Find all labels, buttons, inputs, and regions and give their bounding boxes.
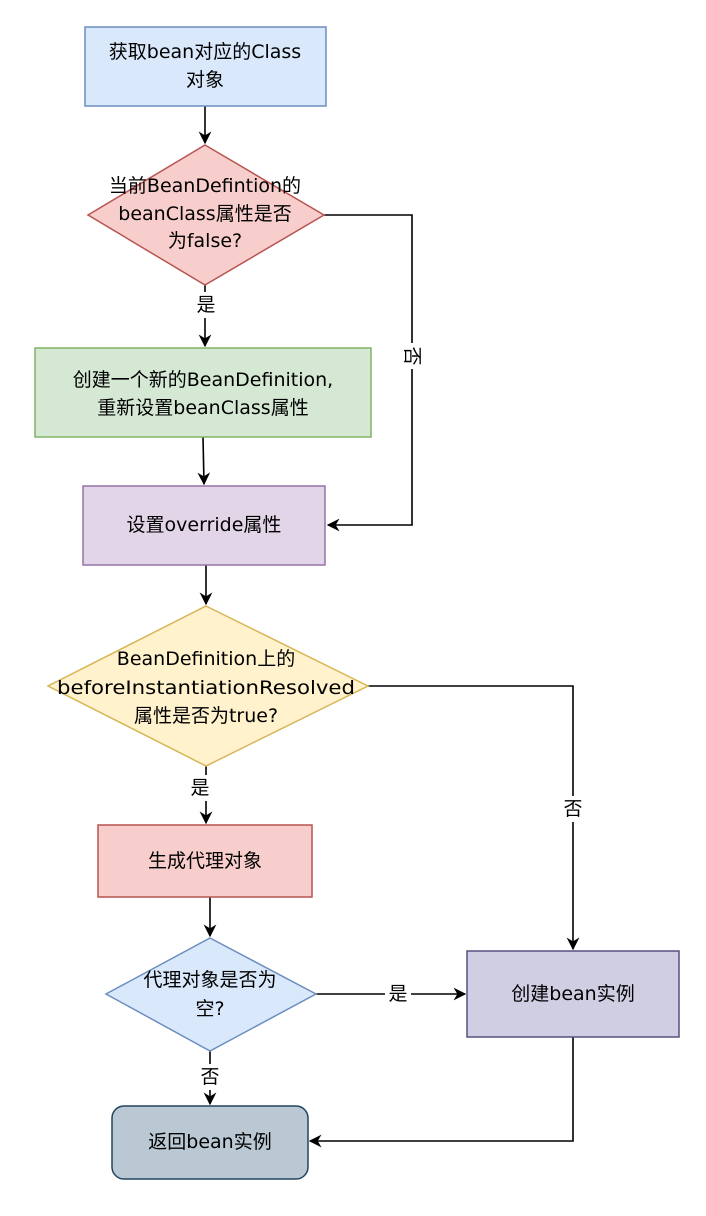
- edge-label-resolved-yes: 是: [190, 777, 209, 799]
- edge-label-beanclass-yes: 是: [196, 294, 215, 316]
- edge-label-beanclass-no: 否: [401, 346, 423, 365]
- node-set-override: 设置override属性: [82, 485, 326, 566]
- node-create-instance-line1: 创建bean实例: [511, 983, 634, 1005]
- edge-label-resolved-no: 否: [563, 798, 582, 820]
- node-check-beanclass-line2: beanClass属性是否: [118, 203, 291, 225]
- node-set-override-line1: 设置override属性: [127, 514, 282, 536]
- edge-label-null-yes: 是: [388, 983, 407, 1005]
- node-return-instance-line1: 返回bean实例: [148, 1131, 271, 1153]
- node-check-resolved-line2: beforeInstantiationResolved: [57, 677, 355, 699]
- node-return-instance: 返回bean实例: [111, 1105, 309, 1180]
- node-check-proxy-null: 代理对象是否为 空?: [104, 937, 318, 1052]
- node-check-proxy-null-line1: 代理对象是否为: [143, 969, 276, 991]
- node-check-resolved-line1: BeanDefinition上的: [117, 648, 295, 670]
- node-check-beanclass-line1: 当前BeanDefintion的: [109, 175, 301, 197]
- edge-label-null-no: 否: [200, 1066, 219, 1088]
- node-check-resolved: BeanDefinition上的 beforeInstantiationReso…: [46, 605, 370, 767]
- edge-create-instance-to-return-instance: [308, 1037, 574, 1148]
- node-new-definition-line1: 创建一个新的BeanDefinition,: [73, 369, 333, 391]
- node-new-definition: 创建一个新的BeanDefinition, 重新设置beanClass属性: [34, 347, 372, 438]
- node-get-class-line1: 获取bean对应的Class: [109, 41, 301, 63]
- edge-check-no-to-set-override: [324, 214, 413, 532]
- node-create-instance: 创建bean实例: [466, 950, 680, 1038]
- edge-labels: 是 否 是 否 是 否: [188, 292, 585, 1090]
- node-get-class: 获取bean对应的Class 对象: [84, 26, 327, 107]
- node-check-proxy-null-line2: 空?: [195, 998, 224, 1020]
- node-generate-proxy: 生成代理对象: [97, 824, 313, 898]
- node-generate-proxy-line1: 生成代理对象: [148, 850, 262, 872]
- node-check-beanclass: 当前BeanDefintion的 beanClass属性是否 为false?: [86, 144, 326, 286]
- edge-resolved-no-to-create-instance: [368, 685, 580, 951]
- node-new-definition-line2: 重新设置beanClass属性: [97, 397, 308, 419]
- node-check-beanclass-line3: 为false?: [168, 230, 242, 252]
- node-check-resolved-line3: 属性是否为true?: [134, 705, 278, 727]
- node-get-class-line2: 对象: [186, 69, 224, 91]
- edge-new-definition-to-set-override: [197, 436, 211, 486]
